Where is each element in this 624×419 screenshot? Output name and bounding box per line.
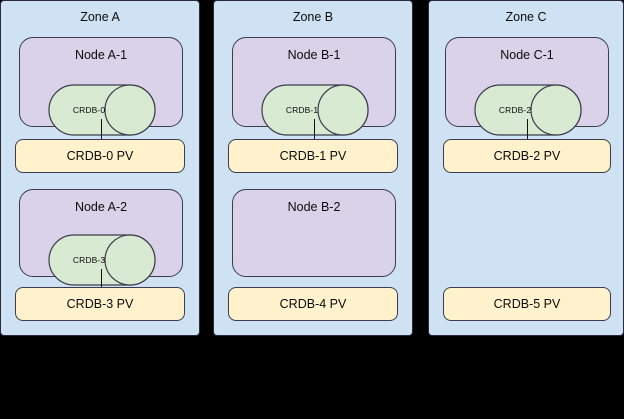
connector-node-b-1-to-crdb-1-pv: [314, 119, 315, 141]
pv-crdb-2-label: CRDB-2 PV: [493, 149, 561, 163]
pv-crdb-3: CRDB-3 PV: [15, 287, 185, 321]
pod-crdb-2: CRDB-2: [474, 84, 582, 136]
pv-crdb-0: CRDB-0 PV: [15, 139, 185, 173]
pv-crdb-1-label: CRDB-1 PV: [279, 149, 347, 163]
pod-crdb-1: CRDB-1: [261, 84, 369, 136]
node-b-2: Node B-2: [232, 189, 396, 277]
pv-crdb-2: CRDB-2 PV: [443, 139, 611, 173]
node-a-2-title: Node A-2: [74, 200, 128, 214]
connector-node-c-1-to-crdb-2-pv: [527, 119, 528, 141]
node-a-2: Node A-2 CRDB-3: [19, 189, 183, 286]
node-a-1: Node A-1 CRDB-0: [19, 37, 183, 136]
node-b-1: Node B-1 CRDB-1: [232, 37, 396, 136]
zone-b-title: Zone B: [292, 10, 334, 24]
pod-crdb-3: CRDB-3: [48, 234, 156, 286]
node-b-2-title: Node B-2: [287, 200, 341, 214]
zone-c-title: Zone C: [505, 10, 547, 24]
zone-c: Zone C Node C-1 CRDB-2 CRDB-2 PV CRDB-5 …: [428, 0, 624, 336]
node-b-1-title: Node B-1: [287, 48, 341, 62]
node-a-1-title: Node A-1: [74, 48, 128, 62]
pv-crdb-5-label: CRDB-5 PV: [493, 297, 561, 311]
pv-crdb-0-label: CRDB-0 PV: [66, 149, 134, 163]
zone-b: Zone B Node B-1 CRDB-1 CRDB-1 PV Node B-…: [213, 0, 413, 336]
connector-node-a-2-to-crdb-3-pv: [101, 269, 102, 289]
zone-a: Zone A Node A-1 CRDB-0 CRDB-0 PV Node A-…: [0, 0, 200, 336]
pv-crdb-5: CRDB-5 PV: [443, 287, 611, 321]
pv-crdb-1: CRDB-1 PV: [228, 139, 398, 173]
connector-node-a-1-to-crdb-0-pv: [101, 119, 102, 141]
pv-crdb-4: CRDB-4 PV: [228, 287, 398, 321]
node-c-1: Node C-1 CRDB-2: [445, 37, 609, 136]
pv-crdb-3-label: CRDB-3 PV: [66, 297, 134, 311]
pv-crdb-4-label: CRDB-4 PV: [279, 297, 347, 311]
pod-crdb-0: CRDB-0: [48, 84, 156, 136]
node-c-1-title: Node C-1: [500, 48, 554, 62]
zone-a-title: Zone A: [80, 10, 120, 24]
